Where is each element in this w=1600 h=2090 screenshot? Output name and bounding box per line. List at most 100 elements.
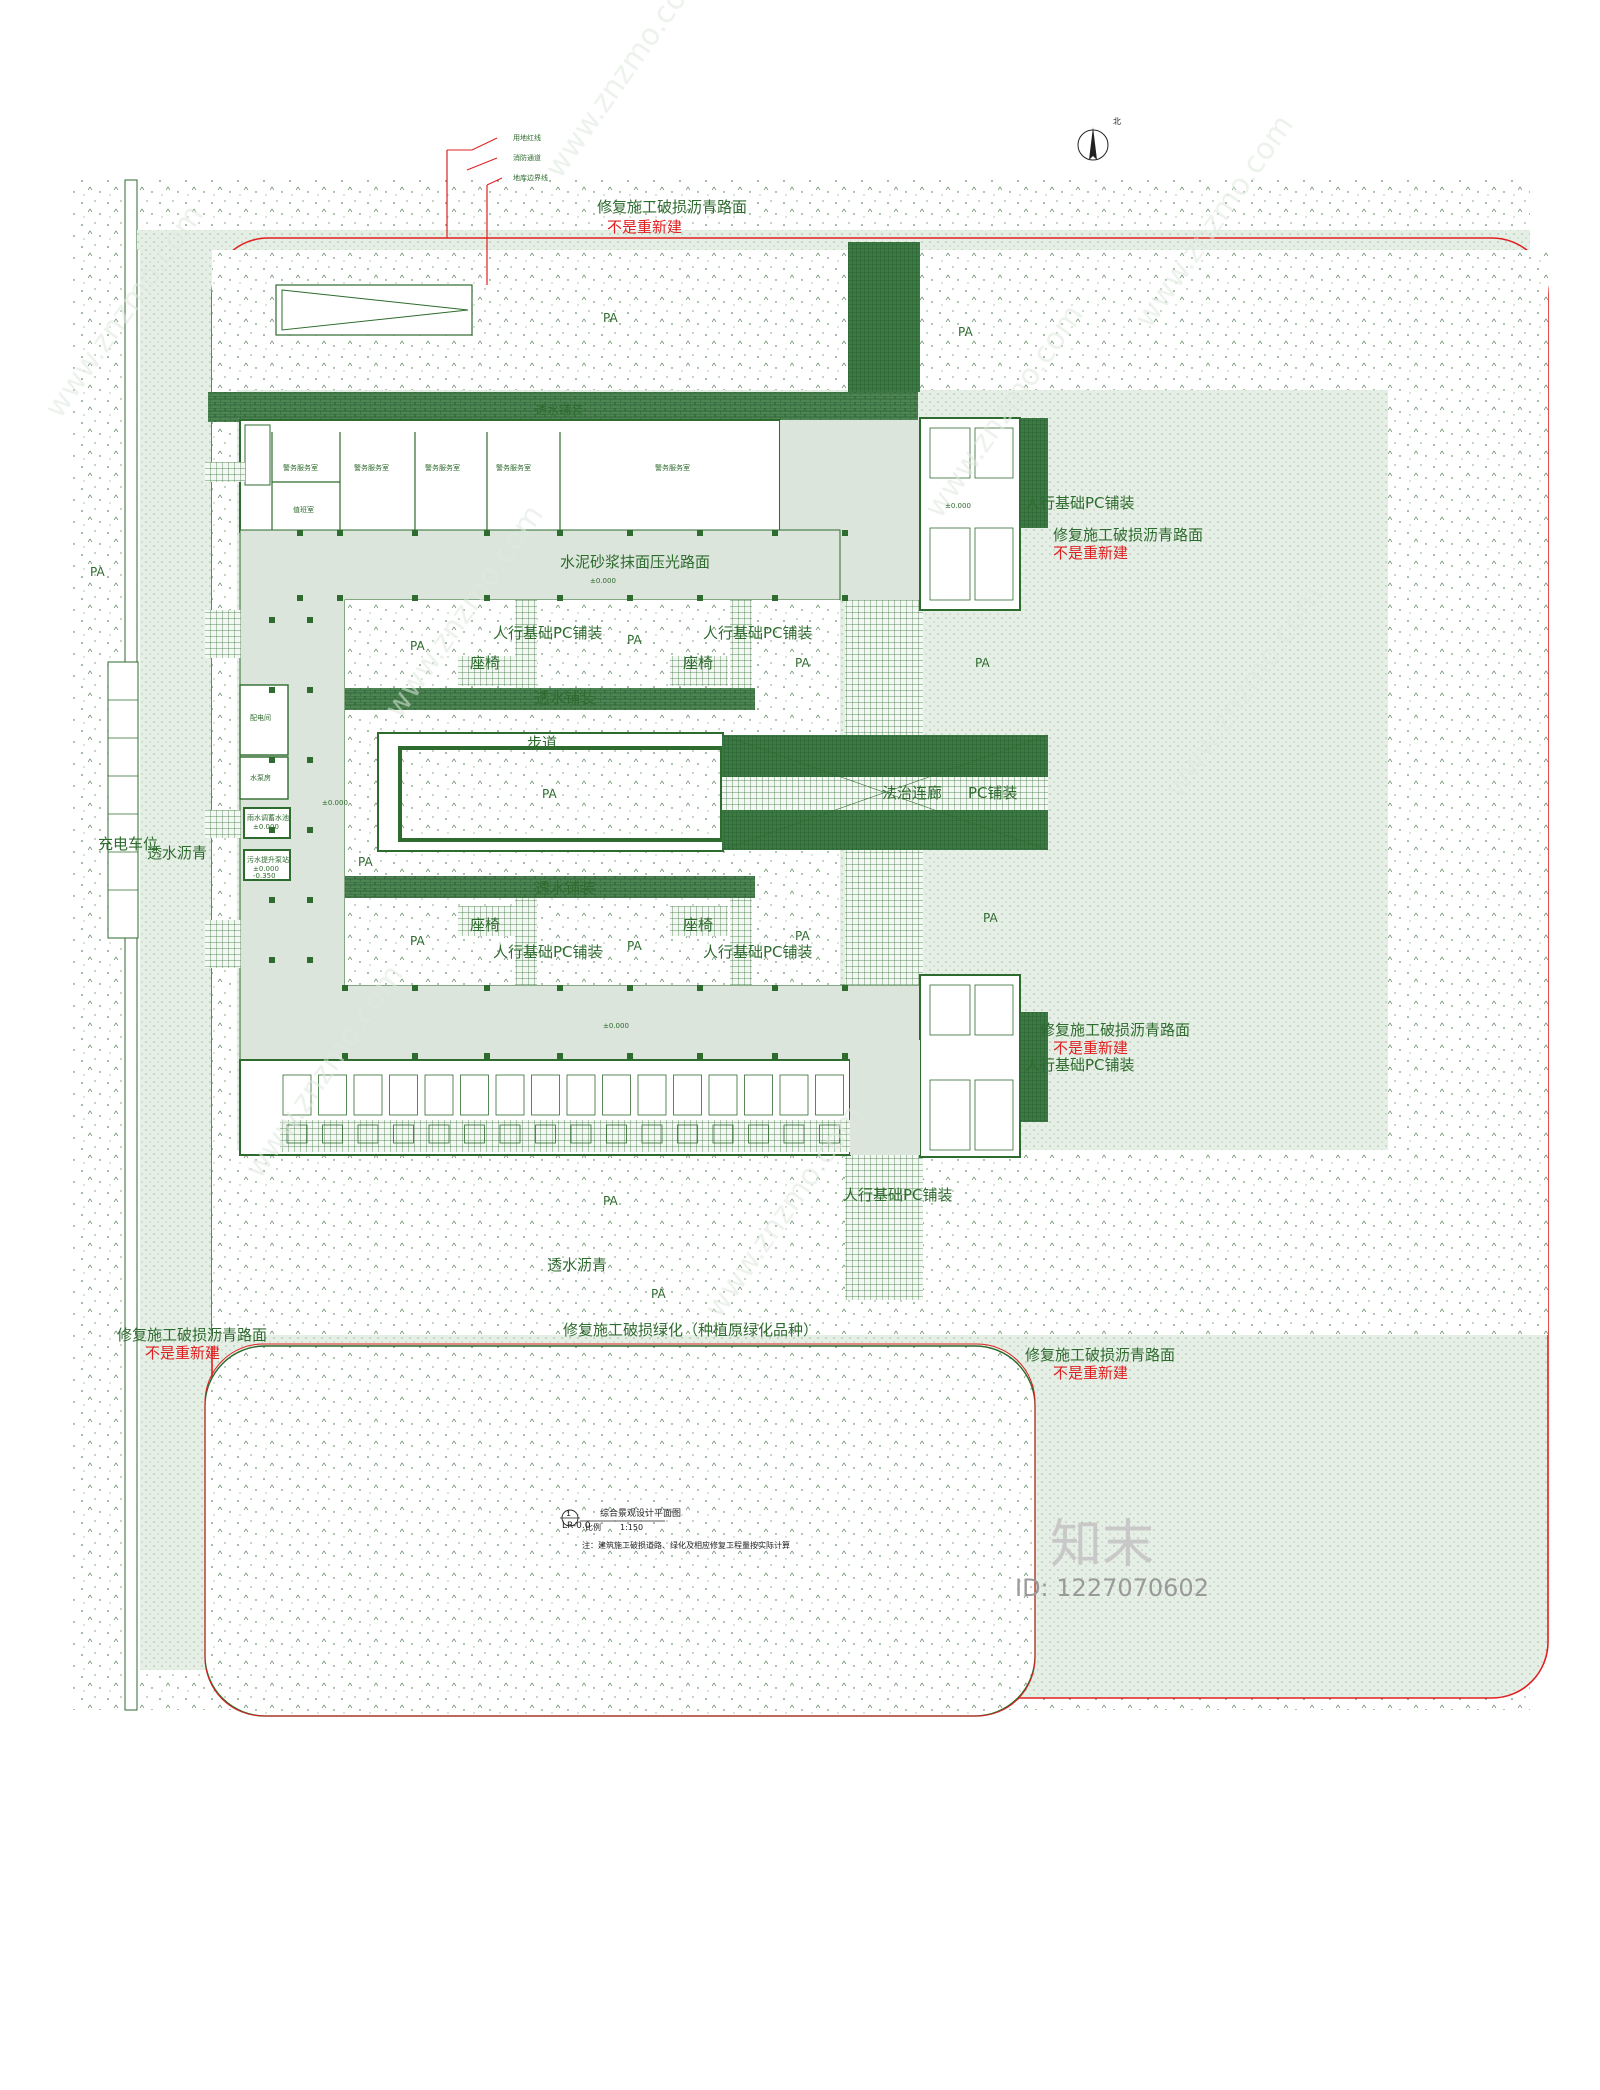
- column: [842, 985, 848, 991]
- north-arrow: [1077, 127, 1109, 161]
- unit-box: [637, 1074, 667, 1116]
- column: [557, 985, 563, 991]
- unit-box: [708, 1074, 738, 1116]
- unit-box: [389, 1074, 418, 1116]
- column: [297, 530, 303, 536]
- unit-box: [424, 1074, 454, 1116]
- drawing-number: LR-0.0: [562, 1521, 591, 1531]
- north-paving-band: [208, 392, 918, 422]
- column: [412, 595, 418, 601]
- unit-box: [744, 1074, 773, 1116]
- elev-core-north: ±0.000: [945, 502, 971, 510]
- label-not-rebuild-se: 不是重新建: [1053, 1039, 1128, 1057]
- column: [307, 827, 313, 833]
- column: [412, 530, 418, 536]
- paving-band-lower: [345, 876, 755, 898]
- elev-courtyard-north: ±0.000: [590, 577, 616, 585]
- label-repair-asphalt-sw: 修复施工破损沥青路面: [117, 1326, 267, 1344]
- unit-box: [531, 1074, 560, 1116]
- unit-box: [353, 1074, 383, 1116]
- unit-box: [318, 1074, 347, 1116]
- label-not-rebuild-sw: 不是重新建: [145, 1344, 220, 1362]
- column: [307, 687, 313, 693]
- unit-planter: [464, 1124, 485, 1144]
- paving-band-upper: [345, 688, 755, 710]
- column: [697, 985, 703, 991]
- ns-grid-paving-upper: [845, 600, 923, 735]
- unit-planter: [286, 1124, 308, 1144]
- column: [337, 530, 343, 536]
- label-seat-3: 座椅: [470, 916, 500, 934]
- label-seat-4: 座椅: [683, 916, 713, 934]
- unit-planter: [783, 1124, 805, 1144]
- south-building: [239, 1040, 920, 1156]
- column: [342, 985, 348, 991]
- room-label-5: 警务服务室: [655, 463, 690, 472]
- unit-planter: [641, 1124, 663, 1144]
- column: [484, 595, 490, 601]
- label-permeable-asphalt-w: 透水沥青: [147, 844, 207, 862]
- cement-courtyard: [239, 420, 921, 1061]
- room-rain-tank: 雨水调蓄水池: [247, 813, 289, 822]
- column: [307, 617, 313, 623]
- column: [484, 530, 490, 536]
- unit-planter: [677, 1124, 698, 1144]
- north-stone-strip: [848, 242, 920, 392]
- column: [412, 1053, 418, 1059]
- column: [297, 595, 303, 601]
- room-pump: 水泵房: [250, 773, 271, 782]
- label-paving-band-upper: 透水铺装: [535, 689, 595, 707]
- column: [697, 595, 703, 601]
- room-ramp: 配电间: [250, 713, 271, 722]
- label-pedestrian-pc-se: 人行基础PC铺装: [1025, 1056, 1135, 1074]
- law-corridor: [721, 734, 1049, 851]
- label-pedestrian-pc-1: 人行基础PC铺装: [493, 624, 603, 642]
- column: [269, 617, 275, 623]
- title-block-index: 1: [566, 1509, 571, 1518]
- column: [627, 530, 633, 536]
- south-grid-paving: [845, 1150, 923, 1308]
- room-label-4: 警务服务室: [496, 463, 531, 472]
- label-repair-asphalt-se: 修复施工破损沥青路面: [1040, 1021, 1190, 1039]
- label-repair-asphalt-s-e: 修复施工破损沥青路面: [1025, 1346, 1175, 1364]
- column: [842, 1053, 848, 1059]
- elev-west-3: -0.350: [253, 872, 276, 880]
- brand-logo: 知末: [1050, 1515, 1154, 1575]
- label-repair-green: 修复施工破损绿化（种植原绿化品种）: [563, 1321, 818, 1339]
- label-cement-road: 水泥砂浆抹面压光路面: [560, 553, 710, 571]
- column: [269, 757, 275, 763]
- column: [627, 1053, 633, 1059]
- column: [772, 595, 778, 601]
- scale-prefix: 比例: [585, 1522, 601, 1532]
- pa-court-se: PA: [795, 929, 810, 943]
- pa-central: PA: [542, 787, 557, 801]
- pa-court-w: PA: [358, 855, 373, 869]
- drawing-title: 综合景观设计平面图: [600, 1507, 681, 1519]
- elev-west-2: ±0.000: [253, 865, 279, 873]
- title-block: 1 LR-0.0 综合景观设计平面图 比例 1:150 注：建筑施工破损道路、绿…: [560, 1507, 790, 1550]
- column: [697, 1053, 703, 1059]
- pa-west: PA: [90, 565, 105, 579]
- elev-west-1: ±0.000: [253, 823, 279, 831]
- unit-box: [673, 1074, 702, 1116]
- east-core-south: [919, 974, 1048, 1158]
- label-paving-band-lower: 透水铺装: [535, 879, 595, 897]
- label-not-rebuild-s-e: 不是重新建: [1053, 1364, 1128, 1382]
- unit-box: [460, 1074, 489, 1116]
- label-not-rebuild-north: 不是重新建: [607, 218, 682, 236]
- column: [307, 957, 313, 963]
- unit-box: [779, 1074, 809, 1116]
- room-sewage: 污水提升泵站: [247, 855, 289, 864]
- unit-planter: [428, 1124, 450, 1144]
- legend-fire-lane: 消防通道: [513, 153, 541, 162]
- pa-court-sw: PA: [410, 934, 425, 948]
- pa-south: PA: [603, 1194, 618, 1208]
- unit-box: [815, 1074, 844, 1116]
- label-not-rebuild-ne: 不是重新建: [1053, 544, 1128, 562]
- column: [269, 687, 275, 693]
- unit-planter: [570, 1124, 592, 1144]
- west-asphalt-road: [140, 230, 212, 1670]
- east-core-north: [919, 417, 1048, 611]
- pa-bottom: PA: [651, 1287, 666, 1301]
